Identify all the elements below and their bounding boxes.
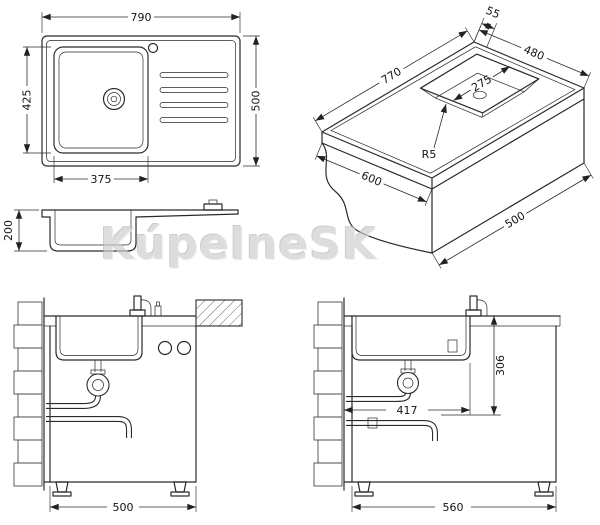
dim-overall-depth: 500 (250, 91, 263, 112)
siphon-trap (346, 360, 438, 441)
dim-drain-offset: 417 (397, 404, 418, 417)
countertop-rim (330, 46, 576, 174)
dim-corner-radius: R5 (422, 148, 437, 161)
dim-overall-width: 790 (131, 11, 152, 24)
dim-base-length: 600 (359, 169, 383, 189)
plan-view: 790 500 425 375 (21, 11, 263, 186)
faucet (465, 295, 488, 317)
front-dimensions: 500 (49, 486, 197, 514)
dim-top-depth: 480 (522, 43, 546, 63)
dim-bowl-width: 375 (91, 173, 112, 186)
isometric-view: 770 480 55 275 R5 600 500 (313, 4, 594, 269)
bowl-front-section (55, 315, 143, 361)
sink-outline (41, 35, 241, 167)
dim-overall-height: 200 (2, 220, 15, 241)
wall-bricks (13, 301, 43, 487)
plan-dimensions: 790 500 425 375 (21, 11, 263, 186)
side-dimensions: 306 417 560 (343, 315, 557, 514)
dim-rim-offset: 55 (484, 4, 502, 21)
dim-base-depth: 500 (503, 209, 528, 231)
dim-cabinet-depth: 560 (443, 501, 464, 514)
wall-bricks (313, 301, 343, 487)
section-dimensions: 200 (2, 209, 47, 252)
bowl-side-section (351, 315, 471, 361)
siphon-trap (46, 360, 132, 438)
drainboard-grooves (159, 72, 229, 123)
bowl-section (49, 216, 137, 252)
break-line (321, 142, 433, 254)
adjustable-feet (52, 481, 190, 497)
side-installation-view: 306 417 560 (313, 295, 561, 514)
drain-fitting (203, 203, 223, 211)
dim-bowl-length: 425 (21, 90, 34, 111)
front-installation-view: 500 (13, 295, 243, 514)
bowl-outline (53, 46, 149, 154)
bowl-inner (58, 51, 144, 149)
counter-section-hatch (195, 299, 243, 327)
knockout-hole (176, 340, 192, 356)
adjustable-feet (354, 481, 554, 497)
countertop-face (321, 41, 585, 179)
sink-rim (46, 40, 236, 162)
drain-icon (472, 90, 487, 100)
tap-hole (147, 42, 159, 54)
dim-cabinet-width: 500 (113, 501, 134, 514)
faucet (129, 295, 162, 317)
knockout-hole (157, 340, 173, 356)
dim-top-length: 770 (379, 65, 404, 87)
overflow-detail (447, 339, 458, 353)
drain-icon (102, 87, 126, 111)
section-view: 200 (2, 199, 239, 252)
dim-drain-height: 306 (494, 355, 507, 376)
